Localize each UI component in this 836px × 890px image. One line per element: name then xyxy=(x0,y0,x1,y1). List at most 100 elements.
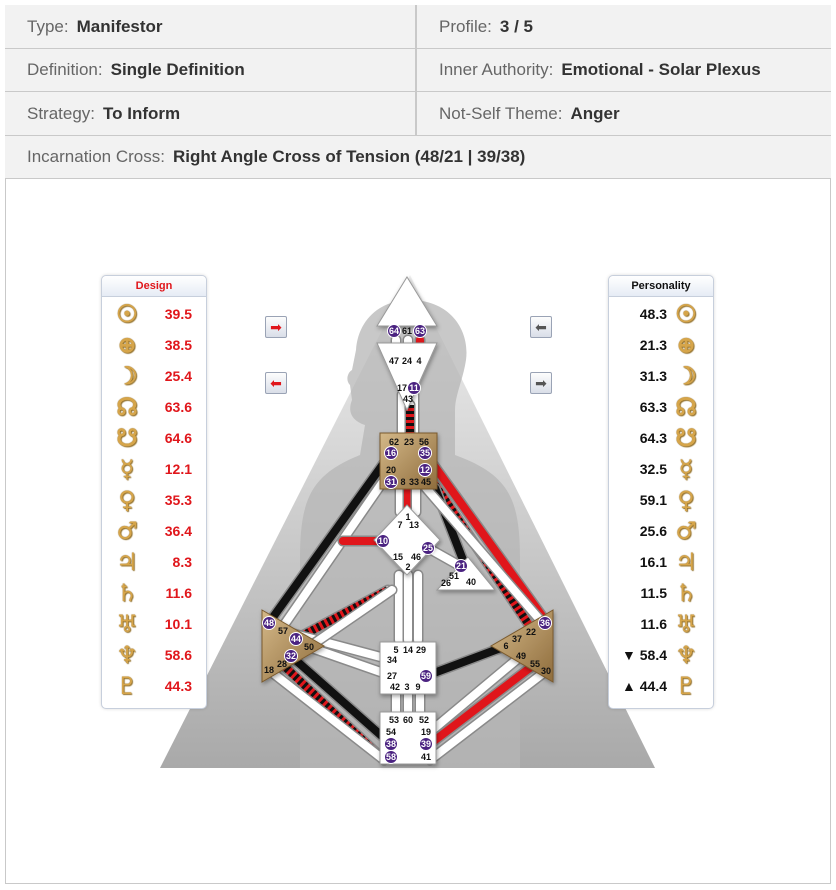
channel-35-36-fill xyxy=(421,449,549,624)
earth-icon: ⊕ xyxy=(116,330,138,359)
neptune-icon: ♆ xyxy=(675,640,697,669)
personality-value-south-node: 64.3 xyxy=(639,429,667,446)
definition-label: Definition: xyxy=(27,60,103,79)
design-row-saturn: ♄11.6 xyxy=(102,577,206,608)
design-panel: Design ☉39.5⊕38.5☽25.4☊63.6☋64.6☿12.1♀35… xyxy=(101,275,207,709)
info-row-strategy-theme: Strategy: To Inform Not-Self Theme: Ange… xyxy=(5,92,831,136)
incarnation-cross-label: Incarnation Cross: xyxy=(27,147,165,166)
profile-value: 3 / 5 xyxy=(499,16,534,36)
gate-32-label: 32 xyxy=(286,651,296,661)
earth-icon: ⊕ xyxy=(675,330,697,359)
gate-45-label: 45 xyxy=(421,477,431,487)
info-cell-profile: Profile: 3 / 5 xyxy=(417,5,533,48)
personality-value-jupiter: 16.1 xyxy=(639,553,667,570)
design-value-neptune: 58.6 xyxy=(164,646,192,663)
gate-40-label: 40 xyxy=(466,577,476,587)
personality-row-moon: 31.3☽ xyxy=(609,360,713,391)
personality-value-saturn: 11.5 xyxy=(640,584,667,601)
gate-42-label: 42 xyxy=(390,682,400,692)
heart-center xyxy=(435,556,497,591)
gate-11-badge xyxy=(407,381,421,395)
gate-4-label: 4 xyxy=(416,356,421,366)
gate-59-badge xyxy=(419,669,433,683)
gate-11-label: 11 xyxy=(409,383,419,393)
personality-row-sun: 48.3☉ xyxy=(609,298,713,329)
gate-25-badge xyxy=(421,541,435,555)
centers xyxy=(261,276,554,765)
design-row-moon: ☽25.4 xyxy=(102,360,206,391)
channel-50-spleen-g xyxy=(303,584,398,653)
not-self-theme-label: Not-Self Theme: xyxy=(439,103,563,123)
design-row-pluto: ♇44.3 xyxy=(102,670,206,701)
personality-arrow-top-button[interactable]: ⬅ xyxy=(530,316,552,338)
jupiter-icon: ♃ xyxy=(116,547,138,576)
info-row-incarnation-cross: Incarnation Cross: Right Angle Cross of … xyxy=(5,136,831,179)
channel-30-41-fill xyxy=(426,667,550,764)
g-center xyxy=(373,504,441,576)
sacral-center xyxy=(379,641,437,695)
personality-value-sun: 48.3 xyxy=(639,305,667,322)
venus-icon: ♀ xyxy=(118,485,136,514)
gate-18-label: 18 xyxy=(264,665,274,675)
design-row-venus: ♀35.3 xyxy=(102,484,206,515)
gate-28-label: 28 xyxy=(277,659,287,669)
gate-21-badge xyxy=(454,559,468,573)
personality-value-moon: 31.3 xyxy=(639,367,667,384)
gate-43-label: 43 xyxy=(403,394,413,404)
design-arrow-bottom-button[interactable]: ⬅ xyxy=(265,372,287,394)
personality-row-uranus: 11.6♅ xyxy=(609,608,713,639)
gate-31-badge xyxy=(384,475,398,489)
gate-39-badge xyxy=(419,737,433,751)
personality-row-earth: 21.3⊕ xyxy=(609,329,713,360)
gate-12-badge xyxy=(418,463,432,477)
design-value-mars: 36.4 xyxy=(164,522,192,539)
strategy-label: Strategy: xyxy=(27,103,96,123)
ajna-center xyxy=(376,342,438,412)
design-panel-title: Design xyxy=(102,276,206,297)
definition-value: Single Definition xyxy=(110,60,245,79)
gate-37-label: 37 xyxy=(512,634,522,644)
mercury-icon: ☿ xyxy=(119,454,135,483)
gate-44-badge xyxy=(289,632,303,646)
gate-59-label: 59 xyxy=(421,671,431,681)
design-arrow-top-button[interactable]: ➡ xyxy=(265,316,287,338)
personality-arrow-bottom-button[interactable]: ➡ xyxy=(530,372,552,394)
neptune-icon: ♆ xyxy=(116,640,138,669)
gate-58-badge xyxy=(384,750,398,764)
channel-18-58-fill xyxy=(265,666,388,764)
info-cell-incarnation-cross: Incarnation Cross: Right Angle Cross of … xyxy=(5,136,831,178)
design-value-uranus: 10.1 xyxy=(164,615,192,632)
gate-8-label: 8 xyxy=(400,477,405,487)
gate-34-label: 34 xyxy=(387,655,397,665)
personality-row-mars: 25.6♂ xyxy=(609,515,713,546)
channel-16-48-fill xyxy=(267,449,395,624)
gate-36-label: 36 xyxy=(540,618,550,628)
gate-17-label: 17 xyxy=(397,383,407,393)
gate-12-label: 12 xyxy=(420,465,430,475)
saturn-icon: ♄ xyxy=(116,578,138,607)
gate-21-label: 21 xyxy=(456,561,466,571)
design-row-north-node: ☊63.6 xyxy=(102,391,206,422)
gate-16-label: 16 xyxy=(386,448,396,458)
channel-50-spleen-g-fill xyxy=(305,586,396,651)
gate-60-label: 60 xyxy=(403,715,413,725)
design-value-moon: 25.4 xyxy=(164,367,192,384)
gate-9-label: 9 xyxy=(415,682,420,692)
personality-panel-title: Personality xyxy=(609,276,713,297)
design-row-sun: ☉39.5 xyxy=(102,298,206,329)
personality-row-mercury: 32.5☿ xyxy=(609,453,713,484)
gate-13-label: 13 xyxy=(409,520,419,530)
type-label: Type: xyxy=(27,16,69,36)
design-value-mercury: 12.1 xyxy=(164,460,192,477)
gate-48-badge xyxy=(262,616,276,630)
mars-icon: ♂ xyxy=(675,516,697,545)
channel-50-27 xyxy=(303,641,398,682)
design-row-jupiter: ♃ 8.3 xyxy=(102,546,206,577)
incarnation-cross-value: Right Angle Cross of Tension (48/21 | 39… xyxy=(172,147,526,166)
type-value: Manifestor xyxy=(76,16,163,36)
design-value-jupiter: 8.3 xyxy=(172,553,192,570)
gate-22-label: 22 xyxy=(526,627,536,637)
channel-59-6-fill xyxy=(422,642,510,680)
design-row-mars: ♂36.4 xyxy=(102,515,206,546)
